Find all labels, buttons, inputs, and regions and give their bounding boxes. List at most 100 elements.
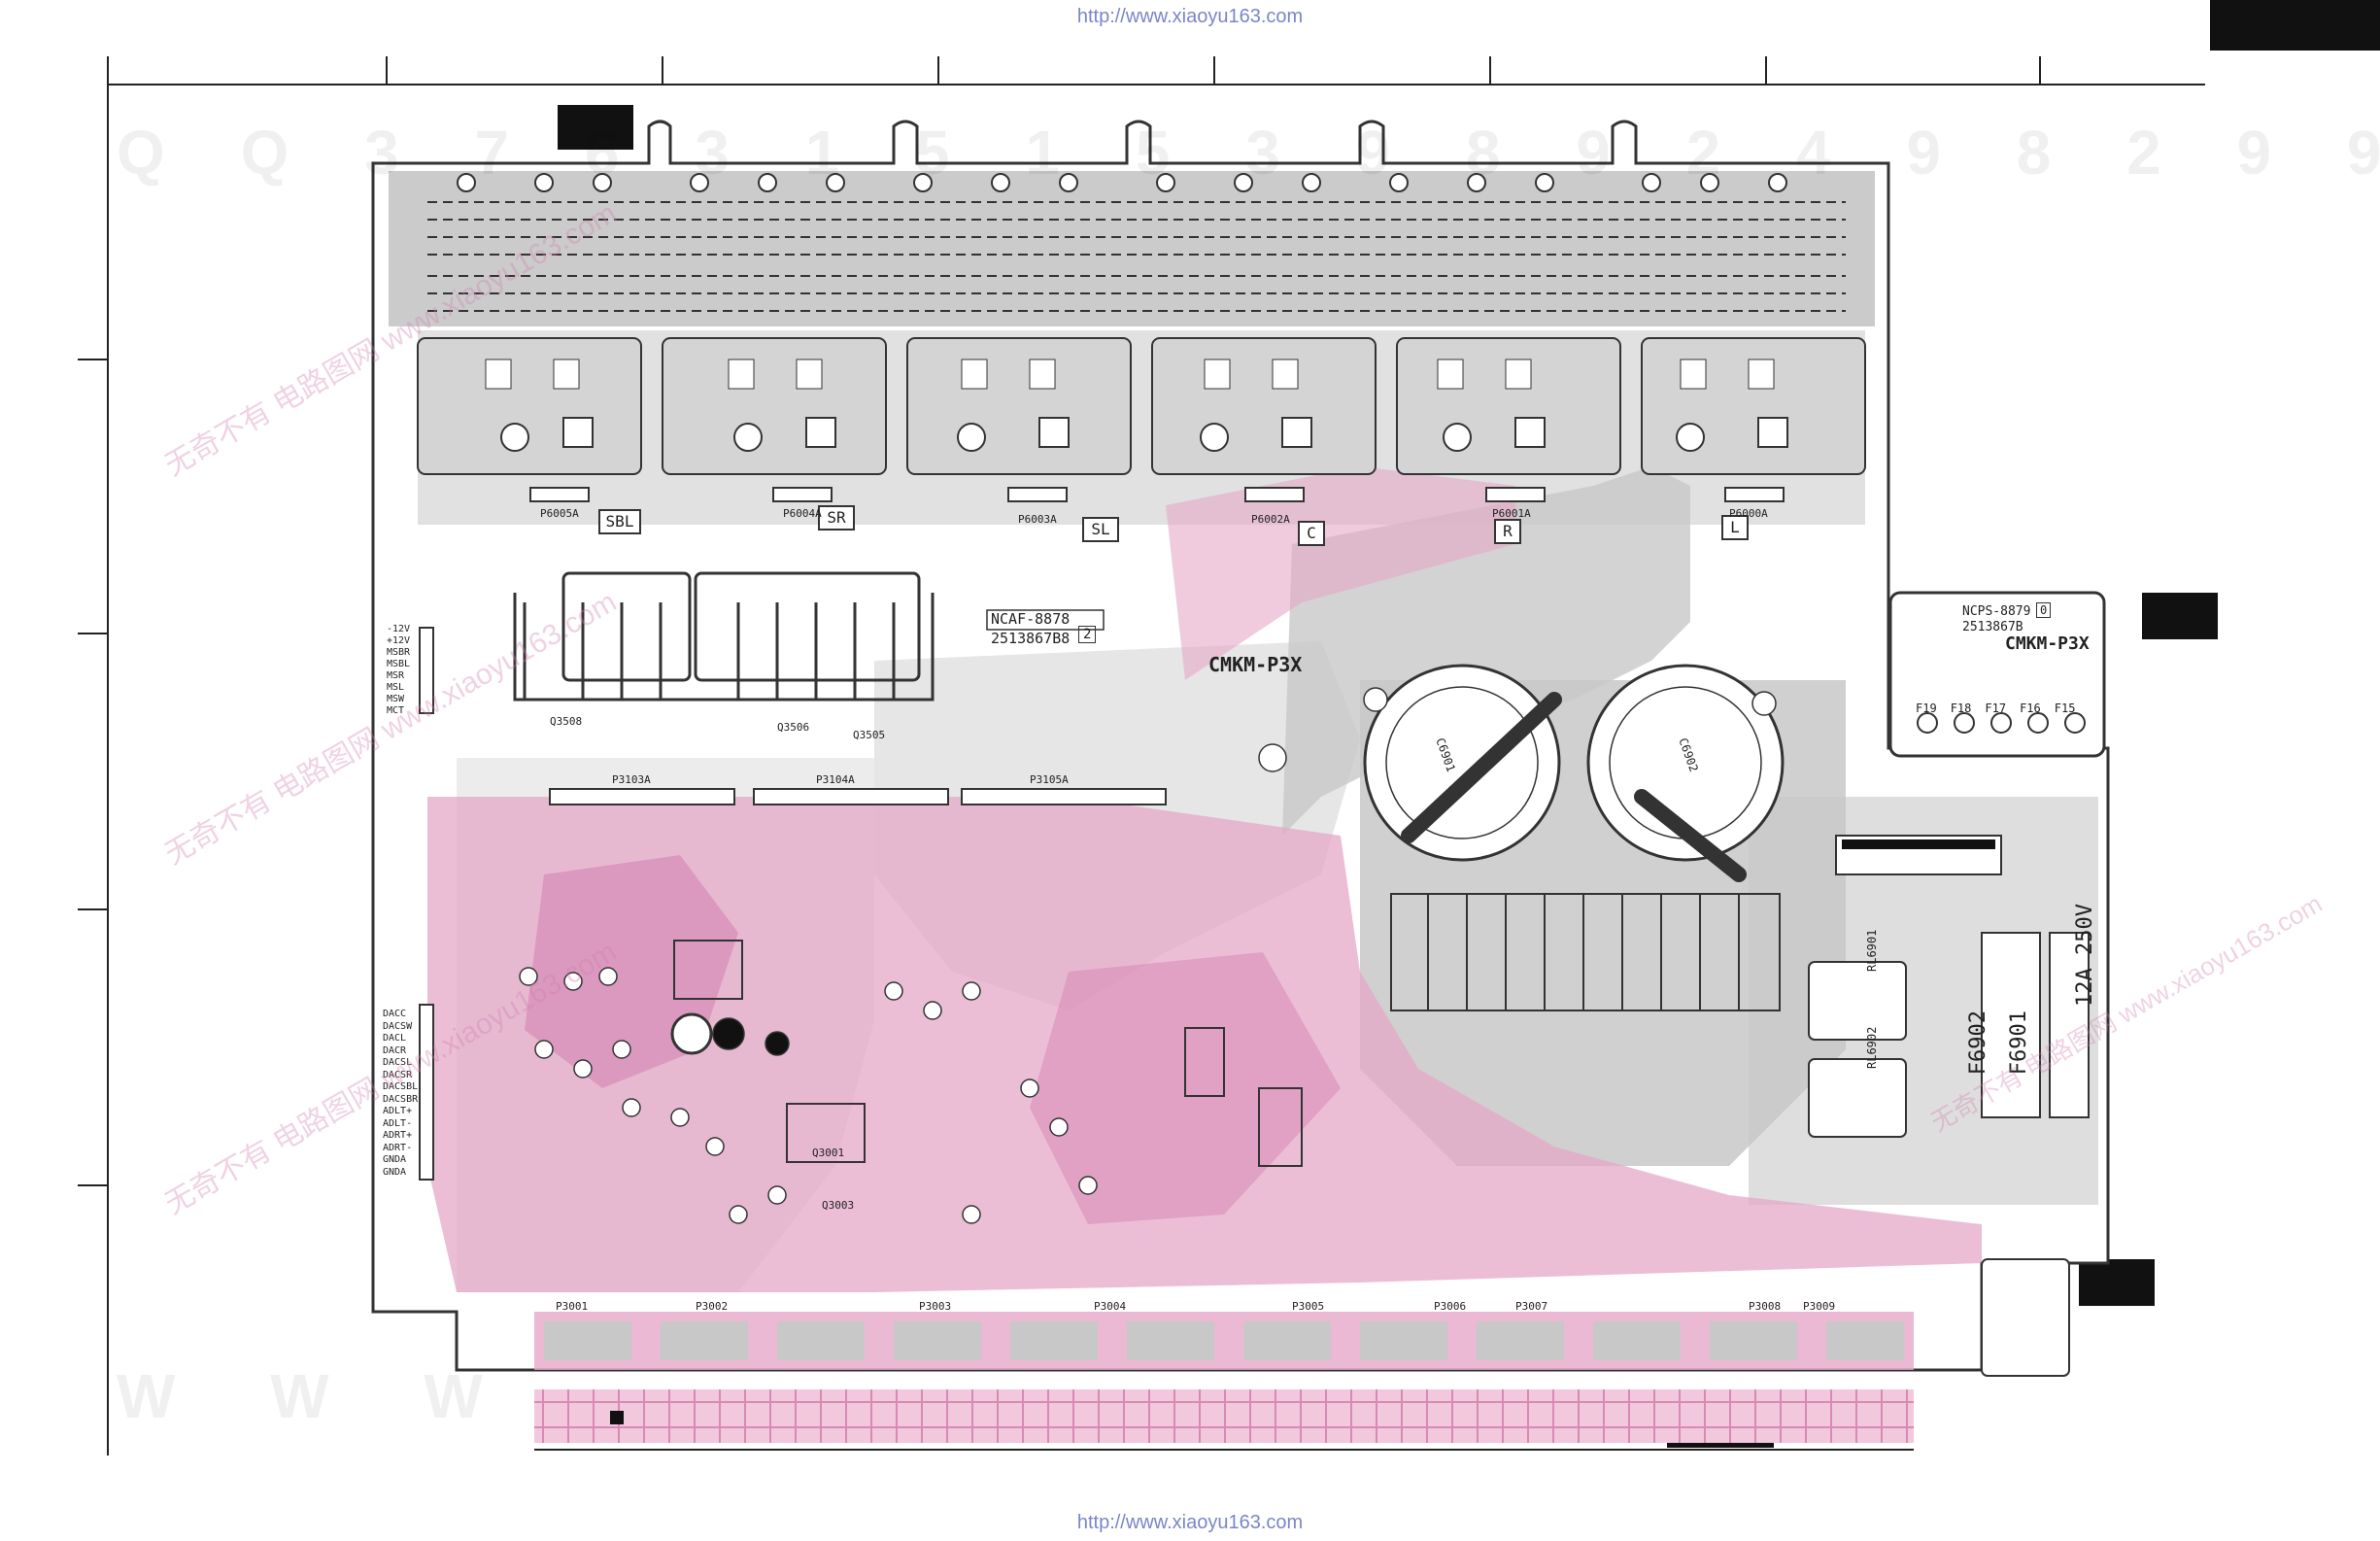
pin-label: MSL xyxy=(387,682,405,693)
connector-bottom-4: P3005 xyxy=(1292,1300,1325,1313)
left-pin-headers xyxy=(419,627,434,1181)
index-block-a xyxy=(558,105,633,150)
left-pins-upper: -12V +12V MSBR MSBL MSR MSL MSW MCT xyxy=(387,624,410,717)
pin-label: DACR xyxy=(383,1044,407,1056)
amp-channel-c xyxy=(1151,337,1377,475)
relay-label-rl6901: RL6901 xyxy=(1865,929,1879,972)
pin-label: ADLT+ xyxy=(383,1106,413,1116)
channel-tag-r: R xyxy=(1494,519,1521,544)
pin-label: DACSW xyxy=(383,1020,413,1032)
connector-top-0: P6005A xyxy=(540,507,579,520)
watermark-top: Q Q 3 7 6 3 1 5 1 5 3 9 8 9 2 4 9 8 2 9 … xyxy=(117,118,2380,188)
connector-bottom-6: P3007 xyxy=(1515,1300,1548,1313)
connector-mid-0: P3103A xyxy=(612,773,651,786)
frame-top-line xyxy=(107,84,2205,86)
pin-label: MSW xyxy=(387,694,405,704)
pin-label: ADRT- xyxy=(383,1142,413,1153)
connector-bottom-5: P3006 xyxy=(1434,1300,1467,1313)
top-connector-headers xyxy=(529,487,1785,502)
fuse-name-2: F6902 xyxy=(1966,1010,1991,1076)
pin-label: MSBL xyxy=(387,659,411,669)
pin-label: GNDA xyxy=(383,1166,407,1178)
connector-strip-bottom xyxy=(534,1312,1914,1451)
sub-part-label: NCPS-8879 xyxy=(1962,604,2031,619)
relay-label-rl6902: RL6902 xyxy=(1865,1026,1879,1069)
label-part-code xyxy=(986,609,1105,631)
pin-label: DACL xyxy=(383,1033,407,1044)
amp-channel-sl xyxy=(906,337,1132,475)
connector-mid-2: P3105A xyxy=(1030,773,1069,786)
fuse-pin: F19 xyxy=(1916,702,1937,715)
part-code-main-label: 2513867B8 xyxy=(991,630,1071,647)
ic-label-q3508: Q3508 xyxy=(550,715,583,728)
amp-channel-modules xyxy=(417,337,1866,475)
pin-label: MCT xyxy=(387,705,405,716)
rev-label: 2 xyxy=(1078,626,1097,643)
ul-mark-label: CMKM-P3X xyxy=(1208,653,1303,676)
channel-tag-sr: SR xyxy=(818,505,855,531)
connector-top-2: P6003A xyxy=(1018,513,1057,526)
sub-part-code-label: 2513867B xyxy=(1962,620,2023,634)
fuse-rating-label: 12A 250V xyxy=(2072,904,2097,1007)
middle-connector-rows xyxy=(549,788,1167,805)
ic-label-q3003: Q3003 xyxy=(822,1199,855,1212)
amp-channel-l xyxy=(1641,337,1866,475)
watermark-bottom: W W W xyxy=(117,1361,522,1431)
amp-channel-sr xyxy=(662,337,887,475)
channel-tag-sl: SL xyxy=(1082,517,1119,542)
pin-label: DACSL xyxy=(383,1057,413,1068)
connector-mid-1: P3104A xyxy=(816,773,855,786)
sub-board xyxy=(1888,591,2106,758)
sub-rev-label: 0 xyxy=(2036,602,2052,618)
fuse-pin: F16 xyxy=(2020,702,2041,715)
connector-top-4: P6001A xyxy=(1492,507,1531,520)
channel-tag-c: C xyxy=(1298,521,1325,546)
amp-channel-sbl xyxy=(417,337,642,475)
pin-label: ADLT- xyxy=(383,1117,413,1129)
transistor-row-top xyxy=(457,173,1787,192)
channel-tag-sbl: SBL xyxy=(598,509,641,534)
frame-ticks xyxy=(78,56,2041,1186)
left-pins-lower: DACC DACSW DACL DACR DACSL DACSR DACSBL … xyxy=(383,1009,418,1179)
power-connector xyxy=(1835,835,2002,875)
header-url[interactable]: http://www.xiaoyu163.com xyxy=(1076,6,1304,27)
footer-url[interactable]: http://www.xiaoyu163.com xyxy=(1076,1512,1304,1533)
heatsink-outline xyxy=(513,571,935,702)
capacitor-c6901 xyxy=(1363,664,1562,862)
connector-bottom-1: P3002 xyxy=(696,1300,729,1313)
connector-top-1: P6004A xyxy=(783,507,822,520)
ic-label-q3505: Q3505 xyxy=(853,729,886,741)
pin-label: GNDA xyxy=(383,1154,407,1165)
relays xyxy=(1808,961,1907,1138)
pin-label: +12V xyxy=(387,635,411,646)
pin-label: MSR xyxy=(387,670,405,681)
rectifier-heatsink xyxy=(1390,893,1781,1011)
fuse-pin: F18 xyxy=(1950,702,1972,715)
connector-bottom-3: P3004 xyxy=(1094,1300,1127,1313)
fuse-pin: F15 xyxy=(2054,702,2076,715)
pin-label: MSBR xyxy=(387,647,411,658)
fuse-pin: F17 xyxy=(1985,702,2007,715)
misc-parts xyxy=(519,687,1777,1224)
connector-bottom-8: P3009 xyxy=(1803,1300,1836,1313)
capacitor-c6902 xyxy=(1586,664,1785,882)
corner-block-top-right xyxy=(2210,0,2380,51)
channel-tag-l: L xyxy=(1721,515,1749,540)
jumper-lines xyxy=(427,201,1846,312)
pin-label: DACC xyxy=(383,1009,407,1019)
sub-ul-label: CMKM-P3X xyxy=(2005,634,2090,654)
index-block-c xyxy=(2079,1259,2155,1306)
pin-label: DACSR xyxy=(383,1069,413,1080)
fuse-pin-labels: F19 F18 F17 F16 F15 xyxy=(1916,702,2075,715)
pin-label: DACSBR xyxy=(383,1093,419,1105)
pin-label: DACSBL xyxy=(383,1081,419,1092)
fuse-holders xyxy=(1981,932,2090,1118)
part-code-label: NCAF-8878 xyxy=(991,610,1071,628)
connector-top-3: P6002A xyxy=(1251,513,1290,526)
amp-channel-r xyxy=(1396,337,1621,475)
frame-left-line xyxy=(107,56,109,1455)
index-block-b xyxy=(2142,593,2218,639)
connector-top-5: P6000A xyxy=(1729,507,1768,520)
ic-label-q3506: Q3506 xyxy=(777,721,810,734)
